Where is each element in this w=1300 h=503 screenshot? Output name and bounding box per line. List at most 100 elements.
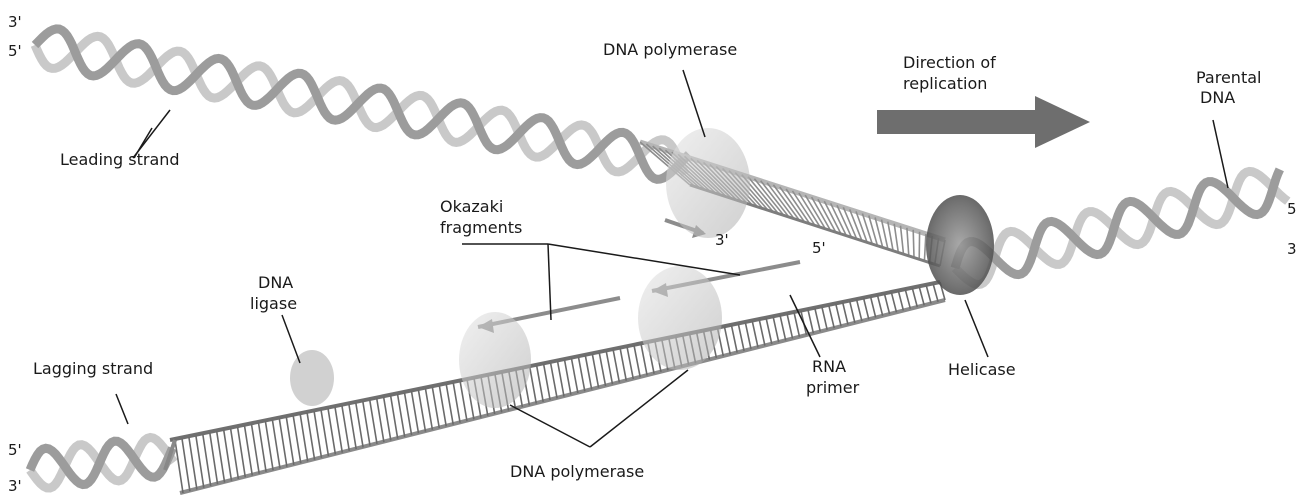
dna-polymerase-lagging-enzyme-1 [459, 312, 531, 408]
base-pair-rung [926, 285, 931, 304]
base-pair-rung [766, 318, 772, 344]
base-pair-rung [453, 383, 460, 423]
base-pair-rung [620, 348, 626, 381]
base-pair-rung [794, 312, 800, 337]
base-pair-rung [238, 427, 246, 477]
base-pair-rung [578, 357, 584, 392]
base-pair-rung [864, 298, 869, 320]
base-pair-rung [377, 398, 384, 442]
strand-end-lagging-5: 5' [812, 238, 826, 258]
base-pair-rung [342, 406, 349, 451]
base-pair-rung [210, 433, 218, 484]
base-pair-rung [877, 295, 882, 316]
label-parental-line2: DNA [1200, 88, 1235, 108]
base-pair-rung [558, 361, 565, 397]
base-pair-rung [307, 413, 315, 460]
base-pair-rung [871, 296, 876, 317]
base-pair-rung [175, 440, 183, 493]
right-arrow-icon [877, 96, 1090, 148]
dna-polymerase-leading-enzyme [666, 128, 750, 238]
lagging-helix [30, 438, 174, 489]
base-pair-rung [321, 410, 329, 456]
base-pair-rung [203, 434, 211, 486]
base-pair-rung [446, 384, 453, 425]
base-pair-rung [571, 358, 578, 393]
base-pair-rung [627, 347, 633, 379]
base-pair-rung [196, 436, 204, 488]
base-pair-rung [634, 345, 640, 377]
base-pair-rung [815, 308, 821, 332]
base-pair-rung [808, 309, 814, 333]
base-pair-rung [356, 403, 363, 448]
base-pair-rung [901, 226, 904, 255]
base-pair-rung [724, 327, 730, 355]
base-pair-rung [272, 420, 280, 469]
label-lagging-strand: Lagging strand [33, 359, 153, 379]
base-pair-rung [738, 324, 744, 351]
base-pair-rung [912, 288, 917, 307]
strand-end-right-3: 3 [1287, 239, 1297, 259]
base-pair-rung [265, 421, 273, 470]
base-pair-rung [412, 391, 419, 433]
base-pair-rung [599, 352, 605, 386]
base-pair-rung [907, 228, 909, 256]
base-pair-rung [182, 439, 190, 492]
strand-end-top-left-5: 5' [8, 41, 22, 61]
base-pair-rung [898, 291, 903, 311]
base-pair-rung [613, 350, 619, 383]
base-pair-rung [293, 416, 301, 464]
base-pair-rung [530, 367, 537, 404]
base-pair-rung [585, 355, 591, 389]
base-pair-rung [189, 437, 197, 489]
base-pair-rung [905, 289, 910, 309]
base-pair-rung [919, 286, 924, 305]
base-pair-rung [857, 299, 862, 321]
strand-end-top-left-3: 3' [8, 12, 22, 32]
base-pair-rung [773, 317, 779, 343]
base-pair-rung [884, 294, 889, 315]
base-pair-rung [286, 417, 294, 465]
base-pair-rung [314, 411, 321, 458]
base-pair-rung [398, 394, 405, 437]
base-pair-rung [279, 419, 287, 467]
base-pair-rung [217, 431, 225, 482]
label-rna-primer-line2: primer [806, 378, 859, 398]
strand-end-bottom-left-3: 3' [8, 476, 22, 496]
base-pair-rung [231, 429, 239, 480]
parental-helix [955, 169, 1288, 284]
base-pair-rung [551, 362, 558, 398]
label-direction-line1: Direction of [903, 53, 996, 73]
label-direction-line2: replication [903, 74, 987, 94]
dna-polymerase-lagging-enzyme-2 [638, 266, 722, 370]
base-pair-rung [335, 407, 342, 453]
label-dna-polymerase-top: DNA polymerase [603, 40, 737, 60]
base-pair-rung [300, 414, 308, 461]
base-pair-rung [822, 306, 827, 329]
base-pair-rung [537, 365, 544, 402]
base-pair-rung [759, 319, 765, 345]
label-helicase: Helicase [948, 360, 1016, 380]
base-pair-rung [370, 400, 377, 444]
dna-ligase-enzyme [290, 350, 334, 406]
base-pair-rung [888, 222, 893, 251]
strand-end-leading-3: 3' [715, 230, 729, 250]
base-pair-rung [224, 430, 232, 481]
base-pair-rung [913, 230, 914, 258]
base-pair-rung [565, 360, 571, 395]
base-pair-rung [405, 393, 412, 436]
base-pair-rung [349, 404, 356, 449]
base-pair-rung [891, 292, 896, 312]
label-rna-primer-line1: RNA [812, 357, 846, 377]
base-pair-rung [544, 364, 551, 400]
base-pair-rung [787, 314, 793, 339]
helicase-enzyme [926, 195, 994, 295]
label-dna-ligase-line1: DNA [258, 273, 293, 293]
base-pair-rung [843, 302, 848, 325]
base-pair-rung [432, 387, 439, 428]
base-pair-rung [363, 401, 370, 445]
strand-end-right-5: 5 [1287, 199, 1297, 219]
base-pair-rung [933, 283, 938, 301]
label-okazaki-line2: fragments [440, 218, 522, 238]
base-pair-rung [391, 396, 398, 439]
base-pair-rung [836, 304, 841, 327]
